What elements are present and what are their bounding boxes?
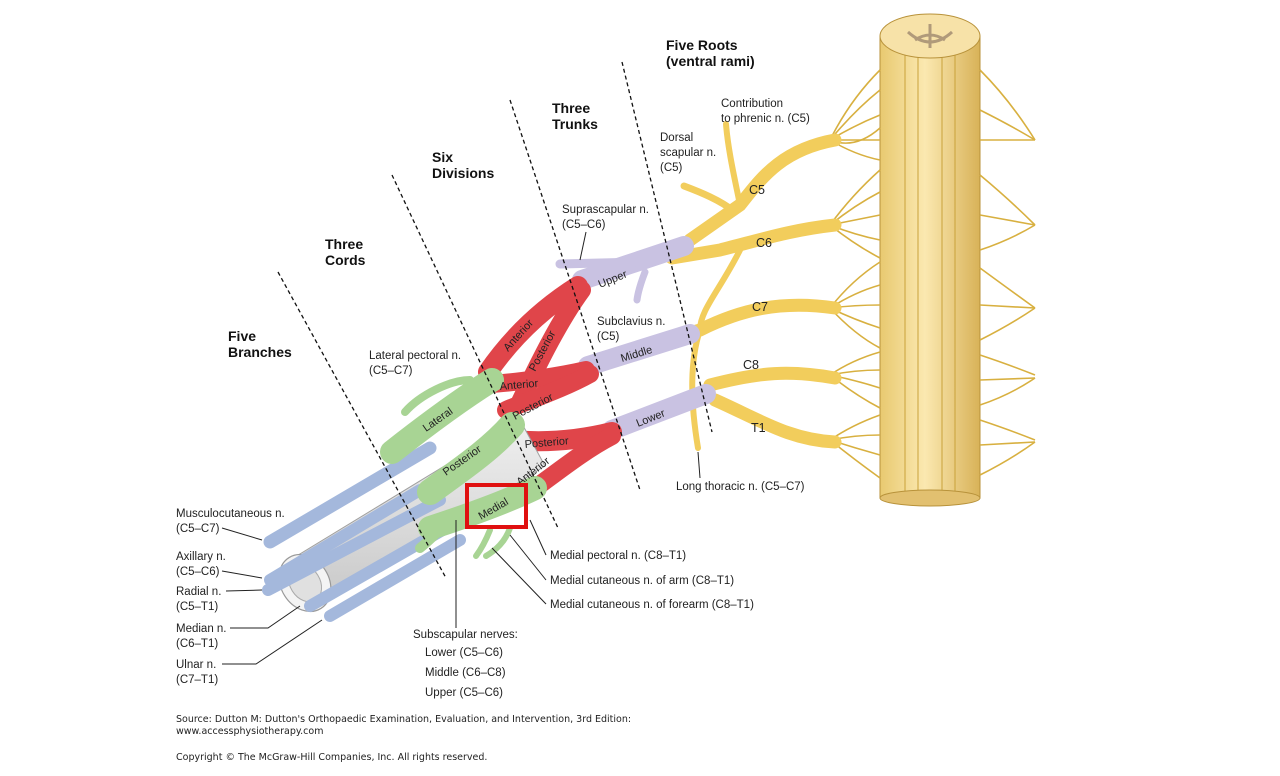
medial-cord-highlight-box: [465, 483, 528, 529]
root-c8-nerve: [703, 366, 842, 392]
middle-trunk-band: [578, 324, 700, 376]
suprascapular-label: Suprascapular n.(C5–C6): [562, 204, 649, 231]
axillary-branch: [264, 484, 426, 586]
terminal-branches: [262, 441, 466, 622]
radial-branch: [262, 494, 446, 596]
upper-anterior-division-band: [478, 276, 588, 382]
long-thoracic-label: Long thoracic n. (C5–C7): [676, 481, 805, 493]
root-c6-nerve: [665, 218, 842, 265]
subclavius-nerve: [633, 268, 649, 304]
root-t1-nerve: [708, 393, 842, 449]
division-label-posterior-lower: Posterior: [524, 435, 569, 451]
lower-trunk-band: [602, 384, 716, 440]
subscapular-middle: Middle (C6–C8): [425, 667, 506, 679]
medial-pectoral-label: Medial pectoral n. (C8–T1): [550, 550, 686, 562]
section-dividers: [277, 61, 713, 579]
subclavius-label: Subclavius n.(C5): [597, 316, 665, 343]
root-c5-nerve: [683, 133, 842, 247]
musculocutaneous-label: Musculocutaneous n.(C5–C7): [176, 508, 285, 535]
medial-cutaneous-arm-label: Medial cutaneous n. of arm (C8–T1): [550, 575, 734, 587]
copyright-line: Copyright © The McGraw-Hill Companies, I…: [176, 752, 487, 763]
roots: [665, 121, 842, 451]
header-five-roots: Five Roots(ventral rami): [666, 37, 755, 69]
subscapular-lower: Lower (C5–C6): [425, 647, 503, 659]
lateral-cord-band: [380, 368, 504, 464]
root-label-c8: C8: [743, 358, 759, 372]
phrenic-contribution-nerve: [723, 121, 743, 208]
root-labels: C5 C6 C7 C8 T1: [743, 183, 772, 435]
root-label-t1: T1: [751, 421, 766, 435]
lateral-pectoral-nerve: [401, 376, 474, 416]
musculocutaneous-branch: [263, 441, 437, 549]
radial-label: Radial n.(C5–T1): [176, 586, 221, 613]
median-label: Median n.(C6–T1): [176, 623, 227, 650]
cords: [380, 368, 547, 559]
lateral-pectoral-label: Lateral pectoral n.(C5–C7): [369, 350, 461, 377]
source-footer: Source: Dutton M: Dutton's Orthopaedic E…: [176, 714, 631, 763]
ulnar-branch: [324, 534, 466, 622]
suprascapular-nerve: [555, 257, 645, 269]
division-label-anterior-middle: Anterior: [499, 378, 539, 393]
source-line-2: www.accessphysiotherapy.com: [176, 726, 323, 737]
medial-cutaneous-forearm-label: Medial cutaneous n. of forearm (C8–T1): [550, 599, 754, 611]
branch-labels: Musculocutaneous n.(C5–C7) Axillary n.(C…: [176, 508, 323, 686]
posterior-cord-band: [417, 412, 525, 505]
root-label-c7: C7: [752, 300, 768, 314]
subscapular-labels: Subscapular nerves: Lower (C5–C6) Middle…: [413, 520, 518, 699]
middle-posterior-division-band: [497, 365, 599, 419]
dorsal-scapular-nerve: [680, 182, 739, 216]
trunks: [555, 236, 716, 440]
source-line-1: Source: Dutton M: Dutton's Orthopaedic E…: [176, 714, 631, 725]
root-c7-nerve: [673, 298, 842, 343]
root-label-c5: C5: [749, 183, 765, 197]
long-thoracic-nerve: [689, 247, 743, 451]
ulnar-label: Ulnar n.(C7–T1): [176, 659, 218, 686]
spinal-cord: [879, 13, 981, 507]
subscapular-title: Subscapular nerves:: [413, 629, 518, 641]
subscapular-upper: Upper (C5–C6): [425, 687, 503, 699]
root-label-c6: C6: [756, 236, 772, 250]
axillary-label: Axillary n.(C5–C6): [176, 551, 226, 578]
